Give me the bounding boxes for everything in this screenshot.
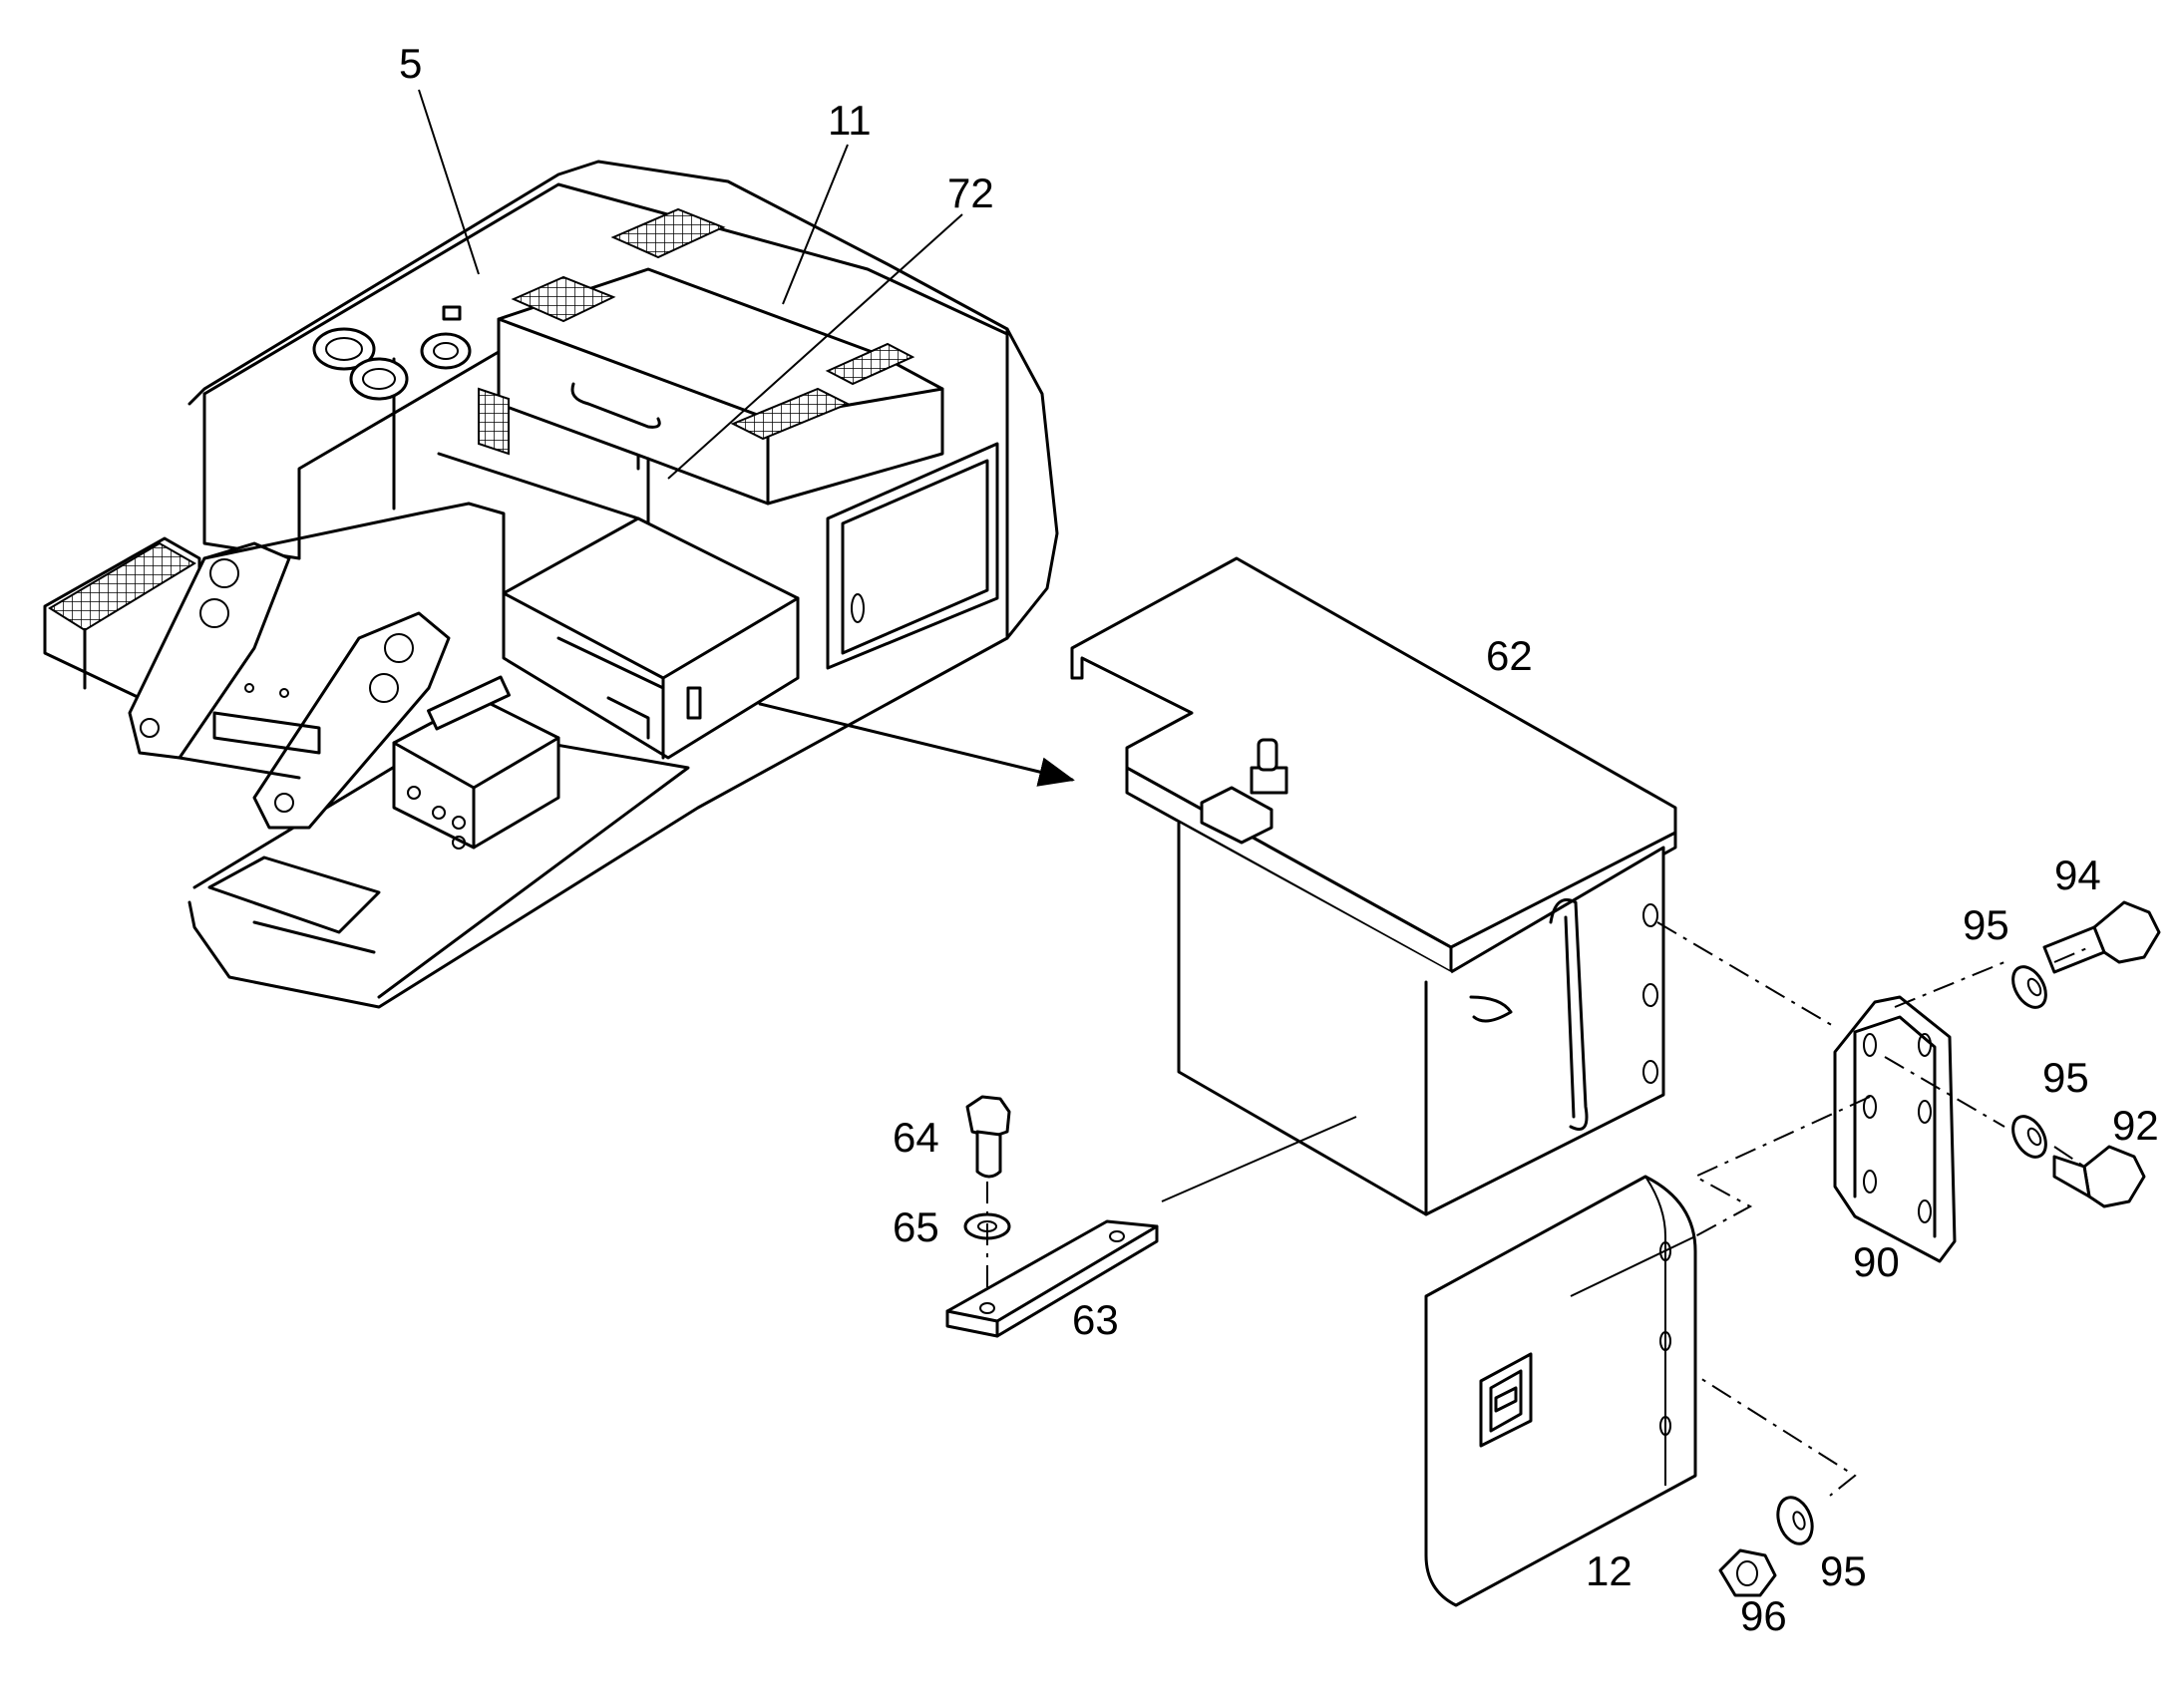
leader-line-63: [1161, 1116, 1357, 1202]
bolt-92: [2052, 1145, 2146, 1208]
bolt-64: [965, 1095, 1011, 1179]
callout-12: 12: [1586, 1547, 1633, 1594]
callout-95-lower: 95: [1820, 1547, 1867, 1594]
toolbox-62: [1070, 556, 1677, 1216]
callout-92: 92: [2112, 1102, 2159, 1149]
callout-96: 96: [1740, 1592, 1787, 1639]
washer-95-middle: [2011, 1115, 2047, 1159]
washer-95-upper: [2011, 965, 2047, 1009]
callout-95-upper: 95: [1963, 901, 2009, 948]
callout-72: 72: [947, 170, 994, 216]
machine-upper-structure: [43, 160, 1059, 1009]
callout-63: 63: [1072, 1296, 1119, 1343]
callout-65: 65: [893, 1203, 939, 1250]
callout-90: 90: [1853, 1238, 1900, 1285]
plate-63: [945, 1219, 1159, 1338]
leader-line-5: [418, 89, 480, 275]
callout-94: 94: [2054, 852, 2101, 898]
side-panel-12: [1424, 1175, 1697, 1607]
washer-95-lower: [1776, 1496, 1814, 1545]
callout-95-middle: 95: [2042, 1054, 2089, 1101]
callout-62: 62: [1486, 632, 1533, 679]
bracket-90: [1833, 995, 1957, 1263]
nut-96: [1718, 1548, 1777, 1597]
leader-line-11: [782, 144, 849, 305]
callout-11: 11: [828, 97, 872, 144]
callout-5: 5: [399, 40, 422, 87]
leader-line-72: [667, 213, 963, 480]
location-arrow: [758, 702, 1075, 787]
callout-64: 64: [893, 1114, 939, 1161]
bolt-94: [2042, 900, 2161, 974]
